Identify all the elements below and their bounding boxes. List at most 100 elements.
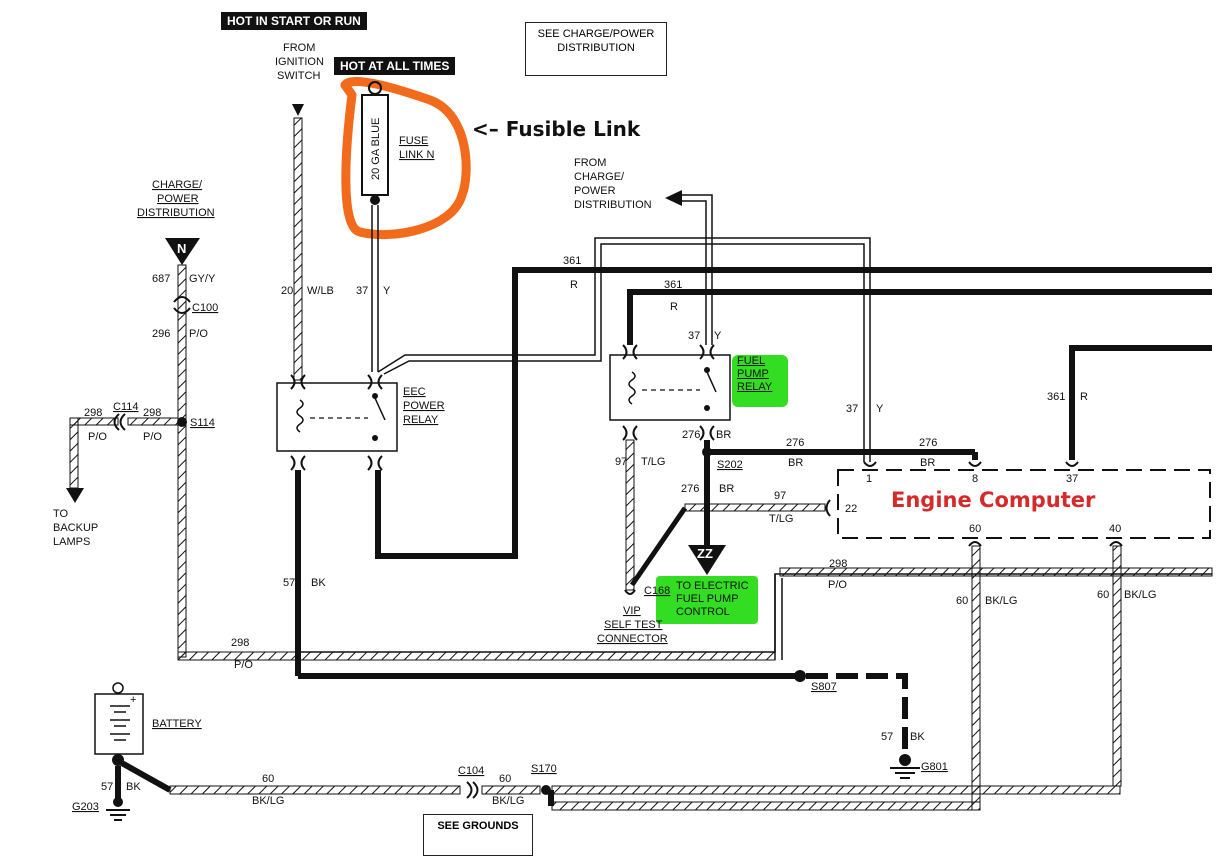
svg-text:+: + — [130, 694, 136, 706]
w361ac: R — [570, 279, 578, 291]
svg-text:DISTRIBUTION: DISTRIBUTION — [137, 207, 215, 219]
w37cc: Y — [876, 403, 884, 415]
w97a: 97 — [615, 456, 627, 468]
w361cc: R — [1080, 391, 1088, 403]
ignition-feed-arrow — [292, 104, 304, 116]
svg-text:BACKUP: BACKUP — [53, 522, 98, 534]
see-charge-line-2: DISTRIBUTION — [557, 42, 635, 54]
svg-text:SWITCH: SWITCH — [277, 70, 320, 82]
n-marker-text: N — [177, 241, 186, 256]
w298b: 298 — [143, 407, 161, 419]
svg-text:TO: TO — [53, 508, 69, 520]
zz-marker-text: ZZ — [697, 546, 713, 561]
zz-terminal-marker — [688, 545, 726, 575]
svg-text:LINK N: LINK N — [399, 149, 435, 161]
w276cc: BR — [920, 457, 935, 469]
g203: G203 — [72, 801, 99, 813]
w60bc: BK/LG — [1124, 589, 1156, 601]
eec-power-relay-label: EEC POWER RELAY — [403, 386, 445, 426]
engine-computer-box — [837, 469, 1211, 539]
w687: 687 — [152, 273, 170, 285]
w276dc: BR — [719, 483, 734, 495]
w57a: 57 — [283, 577, 295, 589]
svg-text:SELF TEST: SELF TEST — [604, 619, 663, 631]
w57cc: BK — [126, 781, 141, 793]
c114: C114 — [113, 401, 138, 413]
w276c: 276 — [919, 437, 937, 449]
w37bc: Y — [714, 330, 722, 342]
w687c: GY/Y — [189, 273, 216, 285]
fuel-pump-relay — [609, 354, 731, 421]
w276a: 276 — [682, 429, 700, 441]
s202: S202 — [717, 459, 743, 471]
svg-text:DISTRIBUTION: DISTRIBUTION — [574, 199, 652, 211]
w296: 296 — [152, 328, 170, 340]
svg-text:FROM: FROM — [283, 42, 315, 54]
w57b: 57 — [881, 731, 893, 743]
pin-8: 8 — [972, 473, 978, 485]
w60b: 60 — [1097, 589, 1109, 601]
w37b: 37 — [688, 330, 700, 342]
to-backup-lamps-arrow — [66, 488, 84, 503]
svg-text:CHARGE/: CHARGE/ — [152, 179, 203, 191]
g801: G801 — [921, 761, 948, 773]
w361c: 361 — [1047, 391, 1065, 403]
w37c-num: 37 — [846, 403, 858, 415]
pin-60: 60 — [969, 523, 981, 535]
fuse-link-body — [361, 94, 389, 196]
battery-symbol — [94, 693, 144, 755]
w20: 20 — [281, 285, 293, 297]
n-terminal-marker — [165, 238, 200, 265]
w97bc: T/LG — [769, 513, 793, 525]
pin-22: 22 — [845, 503, 857, 515]
w97b: 97 — [774, 490, 786, 502]
w361bc: R — [670, 301, 678, 313]
s170: S170 — [531, 763, 557, 775]
svg-text:CONNECTOR: CONNECTOR — [597, 633, 668, 645]
w57c: 57 — [101, 781, 113, 793]
hot-at-all-times-label: HOT AT ALL TIMES — [334, 57, 456, 75]
engine-computer-text: Engine Computer — [891, 488, 1096, 512]
c168: C168 — [644, 585, 670, 597]
engine-computer-annotation: Engine Computer — [891, 488, 1095, 512]
w60a: 60 — [956, 595, 968, 607]
see-grounds-box: SEE GROUNDS — [423, 814, 533, 856]
hot-in-start-or-run-label: HOT IN START OR RUN — [221, 12, 367, 30]
w298cc: P/O — [828, 579, 847, 591]
w37c: Y — [383, 285, 391, 297]
fuse-gauge-text: 20 GA BLUE — [370, 118, 382, 180]
c100: C100 — [192, 302, 218, 314]
pin-40: 40 — [1109, 523, 1121, 535]
w298d: 298 — [231, 637, 249, 649]
w60d: 60 — [499, 773, 511, 785]
see-charge-line-1: SEE CHARGE/POWER — [537, 28, 655, 40]
see-grounds-text: SEE GROUNDS — [437, 820, 519, 832]
svg-text:VIP: VIP — [623, 605, 641, 617]
fusible-link-highlight — [340, 77, 471, 240]
eec-power-relay — [276, 382, 398, 452]
svg-text:POWER: POWER — [574, 185, 616, 197]
charge-power-left-label: CHARGE/ POWER DISTRIBUTION — [137, 179, 215, 219]
fusible-link-text: <– Fusible Link — [472, 117, 641, 141]
svg-text:RELAY: RELAY — [403, 414, 439, 426]
w276bc: BR — [788, 457, 803, 469]
svg-text:LAMPS: LAMPS — [53, 536, 90, 548]
see-charge-power-box: SEE CHARGE/POWER DISTRIBUTION — [525, 22, 667, 76]
w60c: 60 — [262, 773, 274, 785]
battery-label: BATTERY — [152, 718, 202, 730]
w298c: 298 — [829, 558, 847, 570]
w20c: W/LB — [307, 285, 334, 297]
w37: 37 — [356, 285, 368, 297]
pin-1: 1 — [866, 473, 872, 485]
w57bc: BK — [910, 731, 925, 743]
w298bc: P/O — [143, 431, 162, 443]
svg-text:EEC: EEC — [403, 386, 426, 398]
w361a: 361 — [563, 255, 581, 267]
s114-splice — [177, 417, 187, 427]
to-electric-highlight — [656, 576, 758, 624]
svg-text:CHARGE/: CHARGE/ — [574, 171, 625, 183]
s114: S114 — [190, 417, 215, 429]
